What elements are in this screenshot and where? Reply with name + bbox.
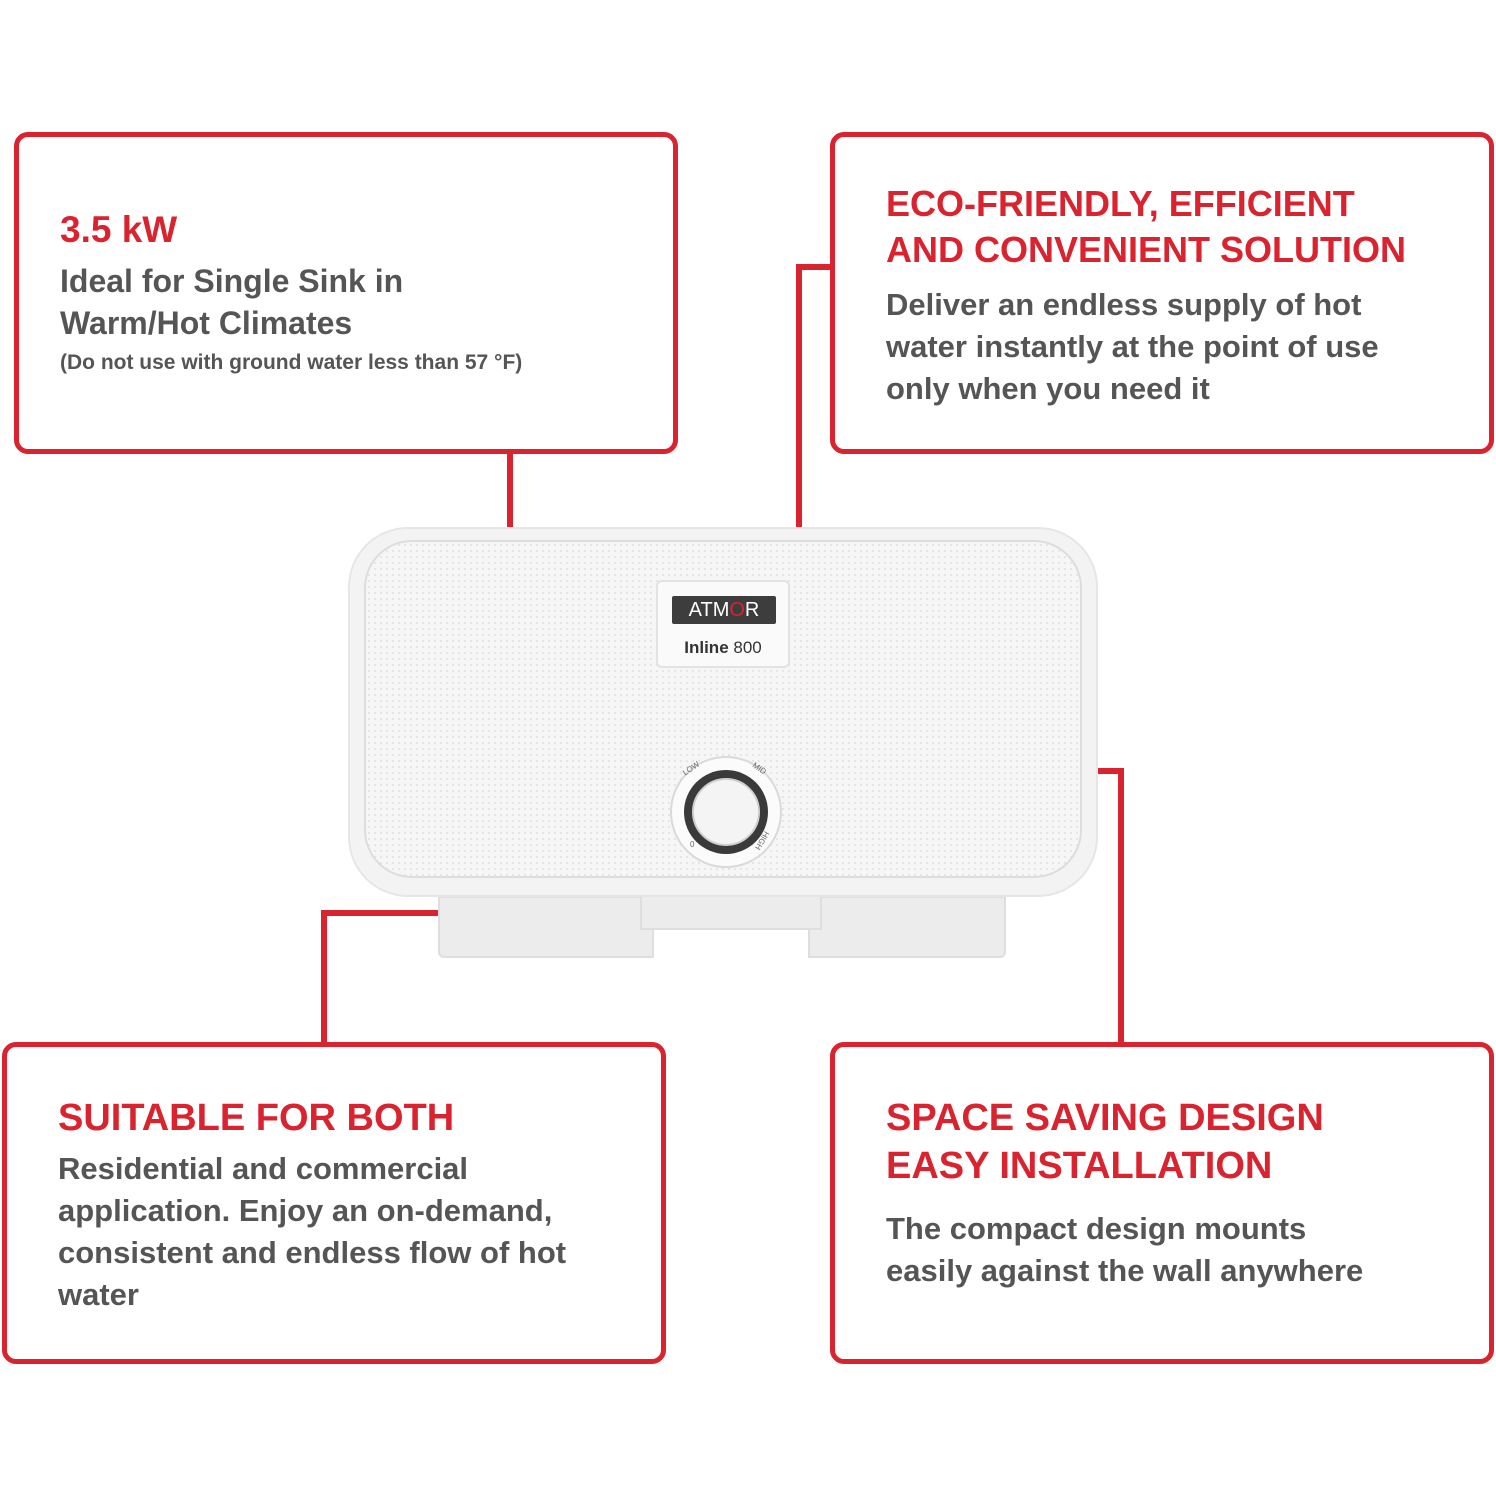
- space-heading-line1: SPACE SAVING DESIGN: [886, 1097, 1324, 1139]
- suitable-body-line1: Residential and commercial: [58, 1151, 469, 1186]
- power-heading: 3.5 kW: [60, 209, 178, 250]
- space-body-line1: The compact design mounts: [886, 1211, 1307, 1246]
- connector-top-left: [507, 450, 513, 536]
- space-body-line2: easily against the wall anywhere: [886, 1253, 1364, 1288]
- feature-box-suitable: SUITABLE FOR BOTH Residential and commer…: [2, 1042, 666, 1364]
- eco-body-line3: only when you need it: [886, 371, 1210, 406]
- connector-bottom-left-vertical: [321, 910, 327, 1046]
- brand-logo: ATMOR: [672, 596, 776, 624]
- connector-top-right-horizontal: [796, 264, 834, 270]
- heater-right-foot: [808, 896, 1006, 958]
- feature-box-space: SPACE SAVING DESIGN EASY INSTALLATION Th…: [830, 1042, 1494, 1364]
- connector-bottom-right-vertical: [1118, 768, 1124, 1046]
- eco-body-line2: water instantly at the point of use: [886, 329, 1379, 364]
- eco-body-line1: Deliver an endless supply of hot: [886, 287, 1362, 322]
- power-note: (Do not use with ground water less than …: [60, 351, 523, 374]
- connector-top-right-vertical: [796, 264, 802, 536]
- heater-foot-bridge: [640, 896, 822, 930]
- heater-left-foot: [438, 896, 654, 958]
- eco-heading-line2: AND CONVENIENT SOLUTION: [886, 229, 1407, 270]
- suitable-heading: SUITABLE FOR BOTH: [58, 1097, 455, 1139]
- model-name: Inline 800: [684, 638, 762, 657]
- space-heading-line2: EASY INSTALLATION: [886, 1145, 1273, 1187]
- product-label: [656, 580, 790, 668]
- feature-box-power: 3.5 kW Ideal for Single Sink in Warm/Hot…: [14, 132, 678, 454]
- connector-bottom-left-horizontal: [321, 910, 537, 916]
- suitable-body-line4: water: [58, 1277, 139, 1312]
- dial-label-off: 0: [690, 840, 695, 849]
- temperature-dial-center: [692, 778, 760, 846]
- suitable-body-line2: application. Enjoy an on-demand,: [58, 1193, 553, 1228]
- eco-heading-line1: ECO-FRIENDLY, EFFICIENT: [886, 183, 1355, 224]
- feature-box-eco: ECO-FRIENDLY, EFFICIENT AND CONVENIENT S…: [830, 132, 1494, 454]
- power-line1: Ideal for Single Sink in: [60, 263, 404, 299]
- suitable-body-line3: consistent and endless flow of hot: [58, 1235, 567, 1270]
- power-line2: Warm/Hot Climates: [60, 305, 353, 341]
